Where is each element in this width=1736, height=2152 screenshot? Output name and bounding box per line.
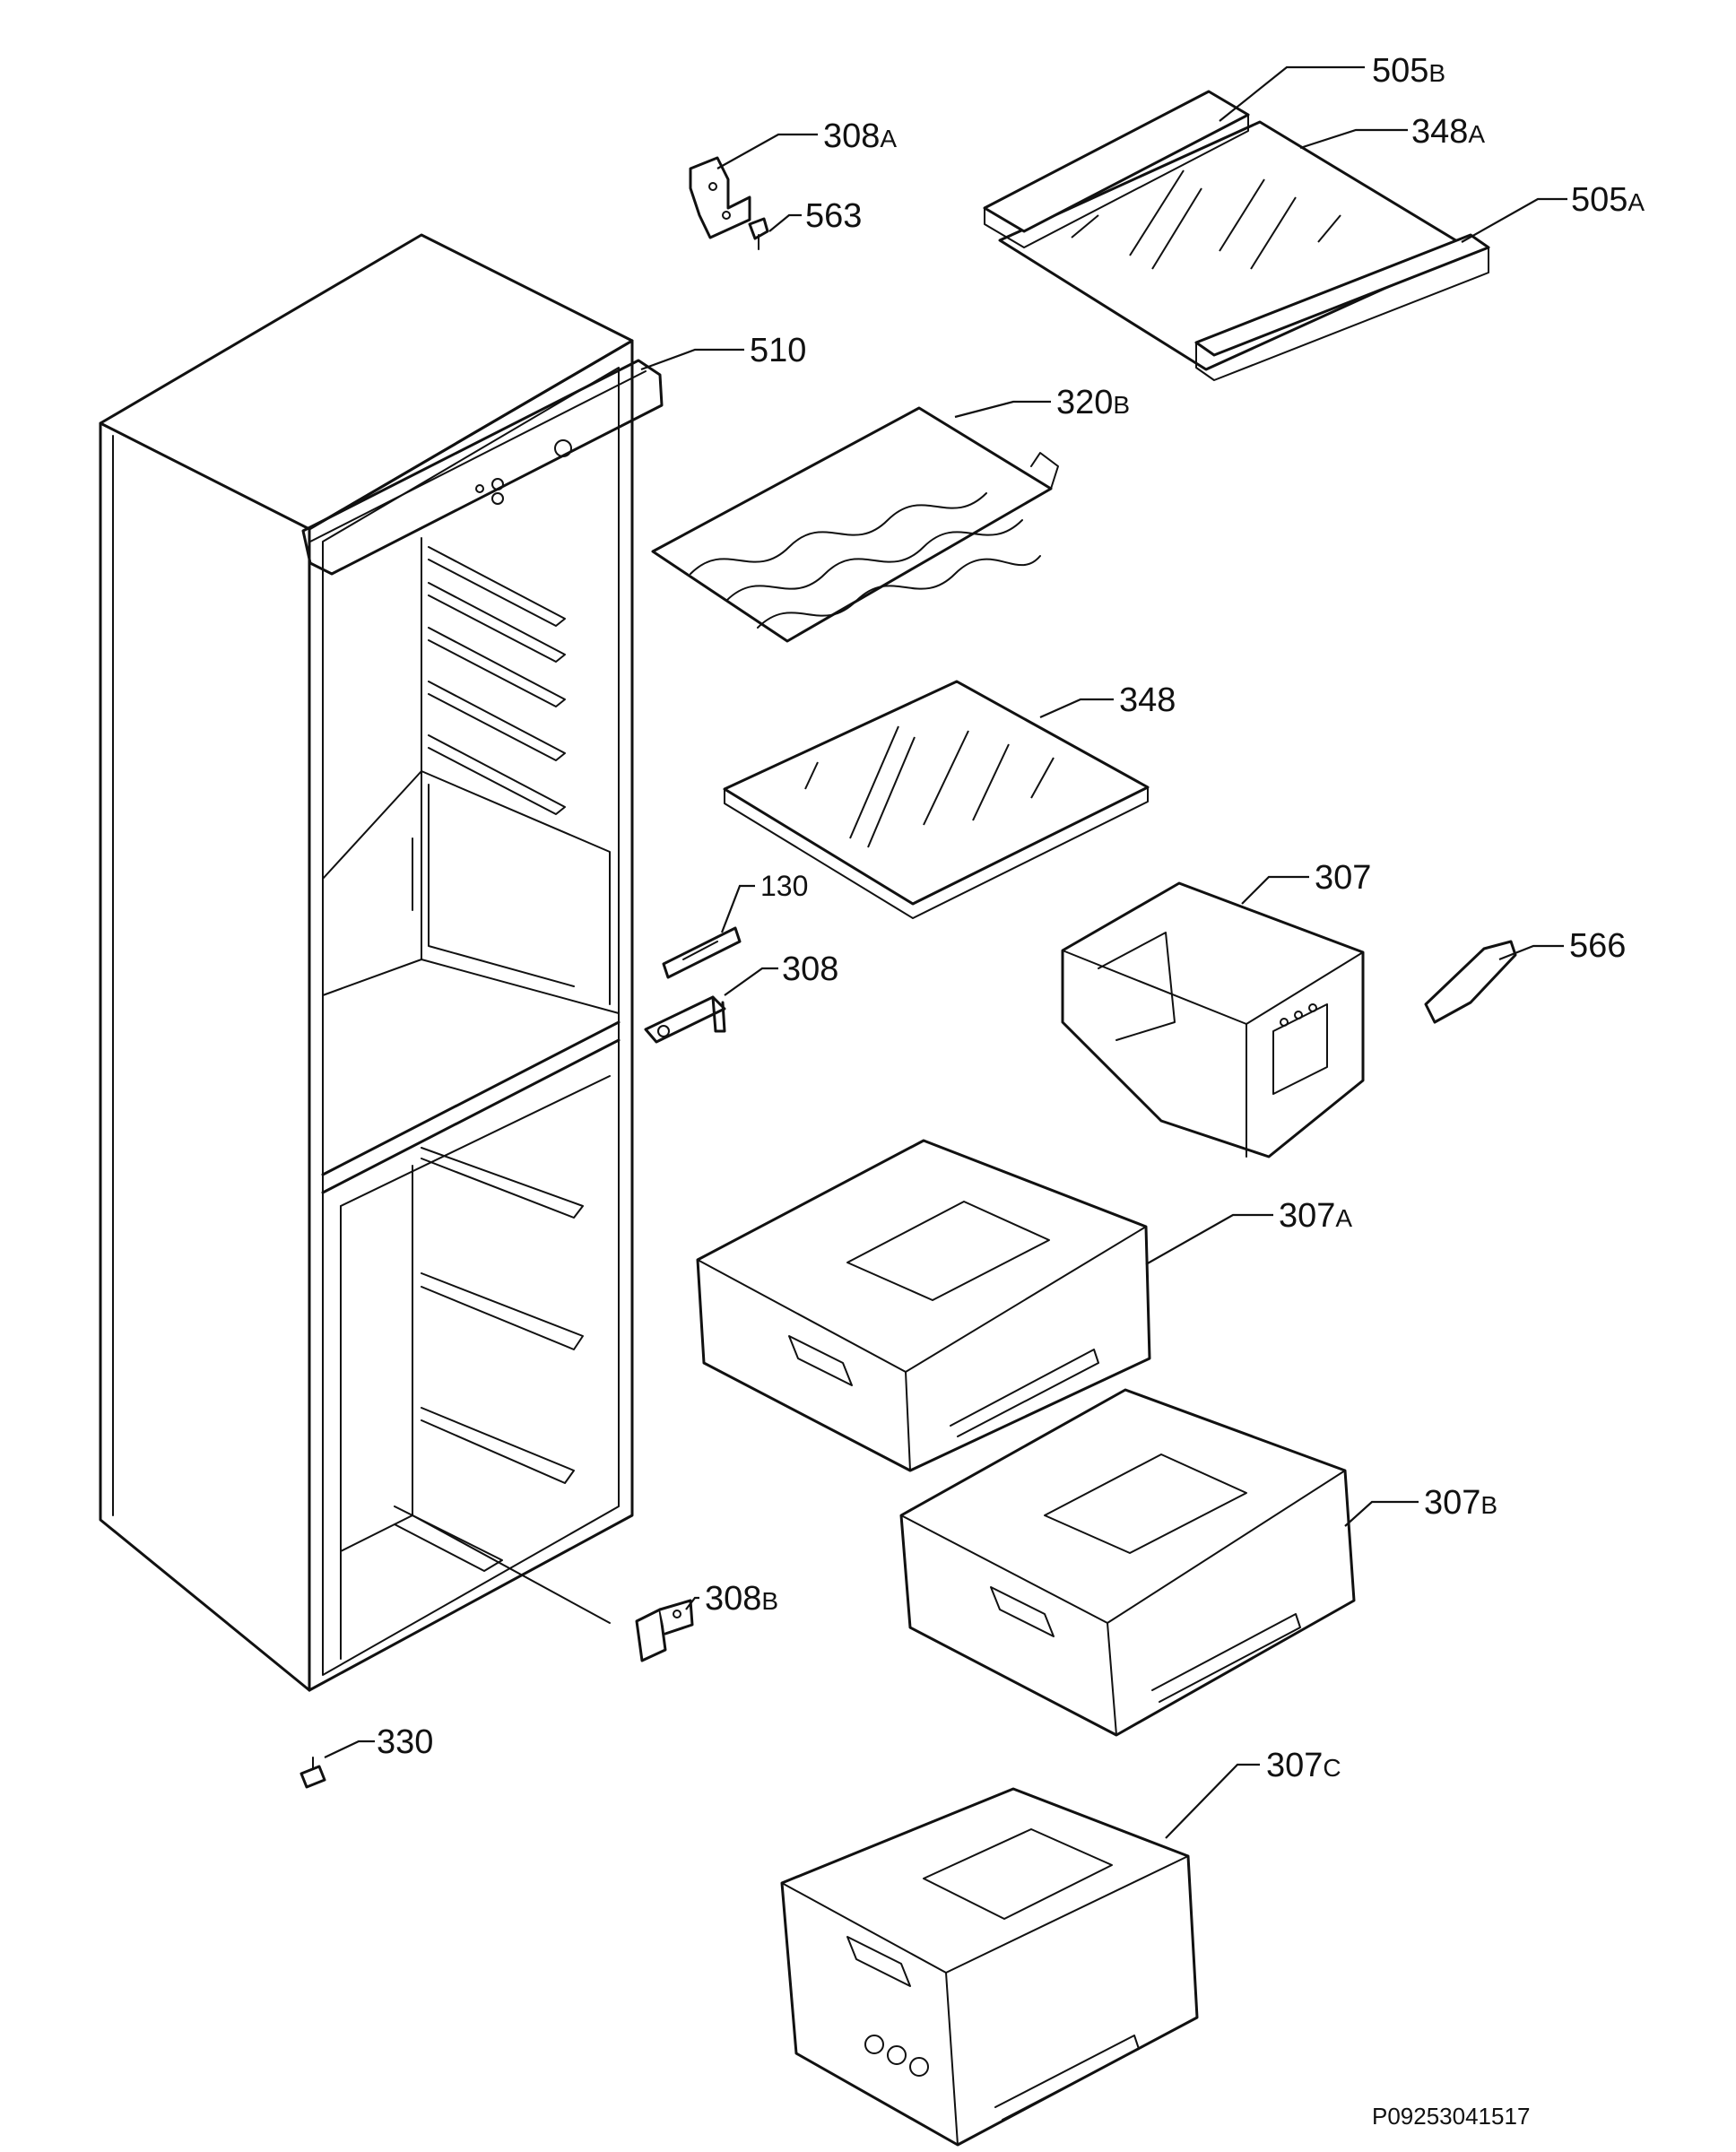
part-label-307a: 307A bbox=[1279, 1197, 1353, 1235]
fridge-cabinet bbox=[99, 233, 664, 1692]
drawer-307b bbox=[899, 1388, 1356, 1737]
part-label-320b: 320B bbox=[1056, 384, 1131, 421]
glass-shelf-with-trims bbox=[983, 90, 1490, 381]
part-label-348: 348 bbox=[1119, 681, 1176, 719]
part-label-307c: 307C bbox=[1266, 1747, 1341, 1784]
part-label-505a: 505A bbox=[1571, 181, 1645, 219]
part-label-505b: 505B bbox=[1372, 52, 1446, 90]
drawer-307a bbox=[696, 1139, 1151, 1472]
wine-rack-320b bbox=[651, 406, 1059, 643]
part-label-308b: 308B bbox=[705, 1580, 779, 1618]
part-label-566: 566 bbox=[1569, 927, 1627, 965]
glass-shelf-348 bbox=[723, 680, 1150, 919]
screw-563 bbox=[748, 217, 769, 250]
hinge-308a bbox=[689, 156, 751, 239]
part-label-307b: 307B bbox=[1424, 1484, 1498, 1522]
part-label-308a: 308A bbox=[823, 117, 898, 155]
part-label-330: 330 bbox=[377, 1723, 434, 1761]
part-label-510: 510 bbox=[750, 332, 807, 369]
part-label-348a: 348A bbox=[1411, 113, 1486, 151]
hinge-308b bbox=[635, 1599, 694, 1662]
foot-330 bbox=[299, 1757, 326, 1789]
part-label-307: 307 bbox=[1315, 859, 1372, 897]
part-label-308: 308 bbox=[782, 950, 839, 988]
part-label-130: 130 bbox=[760, 870, 809, 902]
hinge-308 bbox=[644, 995, 726, 1044]
clip-566 bbox=[1424, 940, 1517, 1024]
bracket-130 bbox=[662, 926, 742, 979]
leader-lines bbox=[324, 65, 1567, 1839]
drawer-307c bbox=[780, 1787, 1199, 2147]
drawing-code: P09253041517 bbox=[1372, 2103, 1531, 2130]
part-label-563: 563 bbox=[805, 197, 863, 235]
dairy-box-307 bbox=[1061, 881, 1365, 1158]
